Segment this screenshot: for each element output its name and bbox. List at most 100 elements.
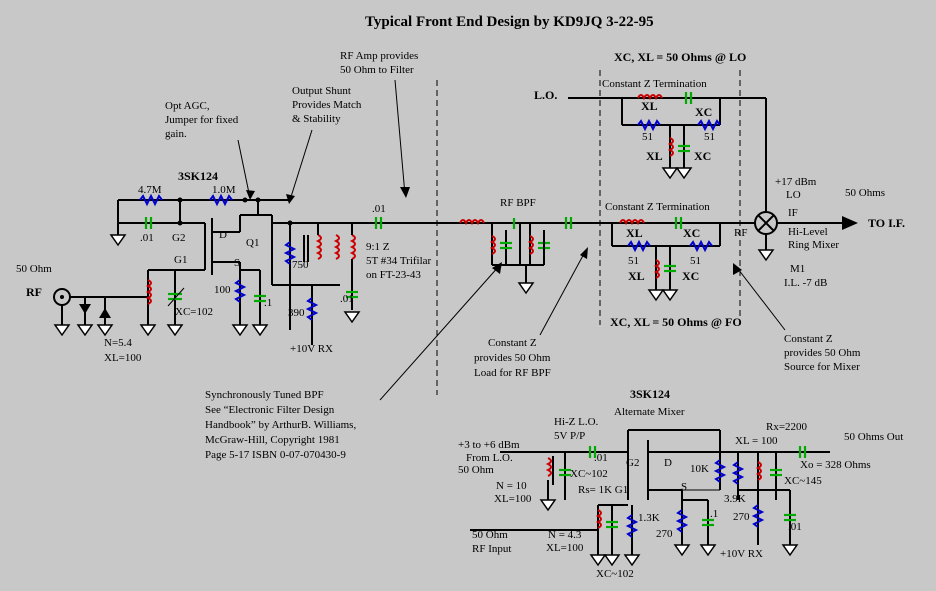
c01c-label: .01 xyxy=(340,293,354,305)
q1-part-number: 3SK124 xyxy=(178,169,218,183)
c1-label: .1 xyxy=(264,297,272,309)
alt-n43: XL=100 xyxy=(546,542,584,554)
xc-label: XC xyxy=(683,226,700,240)
xl-label: XL xyxy=(646,149,663,163)
lo-match-note: XC, XL = 50 Ohms @ LO xyxy=(614,50,746,64)
sync-bpf-note: Handbook” by ArthurB. Williams, xyxy=(205,419,356,431)
transformer-note: 5T #34 Trifilar xyxy=(366,255,432,267)
arrow-right-icon xyxy=(842,216,858,230)
r100-label: 100 xyxy=(214,284,231,296)
transformer-winding-icon xyxy=(315,234,322,260)
xl-label: XL xyxy=(626,226,643,240)
resistor-1.3k-icon xyxy=(625,514,639,538)
node-dot xyxy=(177,220,183,226)
rf-bpf-label: RF BPF xyxy=(500,197,536,209)
alt-g2: G2 xyxy=(626,457,639,469)
lo-label: L.O. xyxy=(534,88,557,102)
alt-c01: .01 xyxy=(594,452,608,464)
constant-z-bpf-note: provides 50 Ohm xyxy=(474,352,551,364)
inductor-icon xyxy=(145,279,152,305)
alt-s: S xyxy=(681,481,687,493)
alt-lo-hiz: Hi-Z L.O. xyxy=(554,416,599,428)
sync-bpf-note: Page 5-17 ISBN 0-07-070430-9 xyxy=(205,449,346,461)
alt-lo-hiz: 5V P/P xyxy=(554,430,585,442)
alt-out-label: 50 Ohms Out xyxy=(844,431,903,443)
diagram-title: Typical Front End Design by KD9JQ 3-22-9… xyxy=(365,14,654,30)
node-dot xyxy=(242,197,248,203)
supply-label: +10V RX xyxy=(290,343,333,355)
g2-label: G2 xyxy=(172,232,185,244)
arrow-icon xyxy=(400,187,410,198)
constant-z-bpf-note: Constant Z xyxy=(488,337,537,349)
mixer-x xyxy=(757,214,775,232)
alt-rfin: RF Input xyxy=(472,543,511,555)
c01b-label: .01 xyxy=(372,203,386,215)
output-shunt-note: Provides Match xyxy=(292,99,362,111)
rf-ohm-label: 50 Ohm xyxy=(16,263,52,275)
r10m-label: 1.0M xyxy=(212,184,236,196)
r51-label: 51 xyxy=(628,255,639,267)
resistor-51-icon xyxy=(689,239,713,253)
r390-label: 390 xyxy=(288,307,305,319)
alt-lo-in: From L.O. xyxy=(466,452,513,464)
mixer-if-label: Hi-Level xyxy=(788,226,828,238)
output-shunt-note: Output Shunt xyxy=(292,85,351,97)
alt-rfin: 50 Ohm xyxy=(472,529,508,541)
alt-xl100: XL = 100 xyxy=(735,435,778,447)
alt-lo-in: +3 to +6 dBm xyxy=(458,439,520,451)
c01a-label: .01 xyxy=(140,232,154,244)
xc-label: XC xyxy=(694,149,711,163)
alt-mixer-part: 3SK124 xyxy=(630,387,670,401)
connector-center xyxy=(60,295,64,299)
inductor-icon xyxy=(653,259,660,279)
xl100-label: XL=100 xyxy=(104,352,142,364)
resistor-1.0m-icon xyxy=(209,193,233,207)
alt-r13k: 1.3K xyxy=(638,512,660,524)
s-label: S xyxy=(234,257,240,269)
alt-rx: Rx=2200 xyxy=(766,421,808,433)
alt-xc145: XC~145 xyxy=(784,475,822,487)
diode-icon xyxy=(79,304,91,314)
r750-label: 750 xyxy=(292,259,309,271)
n54-label: N=5.4 xyxy=(104,337,132,349)
sync-bpf-note: See “Electronic Filter Design xyxy=(205,404,335,416)
g1-label: G1 xyxy=(174,254,187,266)
arrow-icon xyxy=(733,263,742,275)
alt-xo: Xo = 328 Ohms xyxy=(800,459,871,471)
mixer-lo-level: +17 dBm xyxy=(775,176,817,188)
rf-amp-note: 50 Ohm to Filter xyxy=(340,64,414,76)
inductor-icon xyxy=(527,235,534,255)
resistor-270-icon xyxy=(751,504,765,528)
arrow-icon xyxy=(286,194,295,204)
mixer-if-label: Ring Mixer xyxy=(788,239,839,251)
xc-label: XC xyxy=(682,269,699,283)
resistor-100-icon xyxy=(233,279,247,303)
resistor-51-icon xyxy=(627,239,651,253)
sync-bpf-note: McGraw-Hill, Copyright 1981 xyxy=(205,434,340,446)
transformer-note: on FT-23-43 xyxy=(366,269,421,281)
sync-bpf-note: Synchronously Tuned BPF xyxy=(205,389,324,401)
alt-d: D xyxy=(664,457,672,469)
leader xyxy=(394,79,406,196)
alt-n43: N = 4.3 xyxy=(548,529,582,541)
constant-z-mixer-note: Source for Mixer xyxy=(784,361,860,373)
constant-z-mixer-note: provides 50 Ohm xyxy=(784,347,861,359)
opt-agc-note: gain. xyxy=(165,128,187,140)
leader xyxy=(539,249,587,336)
constant-z-bpf-note: Load for RF BPF xyxy=(474,367,551,379)
const-z-term-bottom: Constant Z Termination xyxy=(605,201,710,213)
alt-rs: Rs= 1K G1 xyxy=(578,484,628,496)
resistor-51-icon xyxy=(697,118,721,132)
leader xyxy=(289,129,313,201)
trimmer-arrow xyxy=(167,287,185,307)
alt-lo-inductor-icon xyxy=(545,457,552,477)
rf-amp-note: RF Amp provides xyxy=(340,50,418,62)
q1-label: Q1 xyxy=(246,237,259,249)
inductor-icon xyxy=(595,509,602,529)
r51-label: 51 xyxy=(690,255,701,267)
xc102-label: XC=102 xyxy=(175,306,213,318)
r47m-label: 4.7M xyxy=(138,184,162,196)
arrow-icon xyxy=(580,247,588,259)
